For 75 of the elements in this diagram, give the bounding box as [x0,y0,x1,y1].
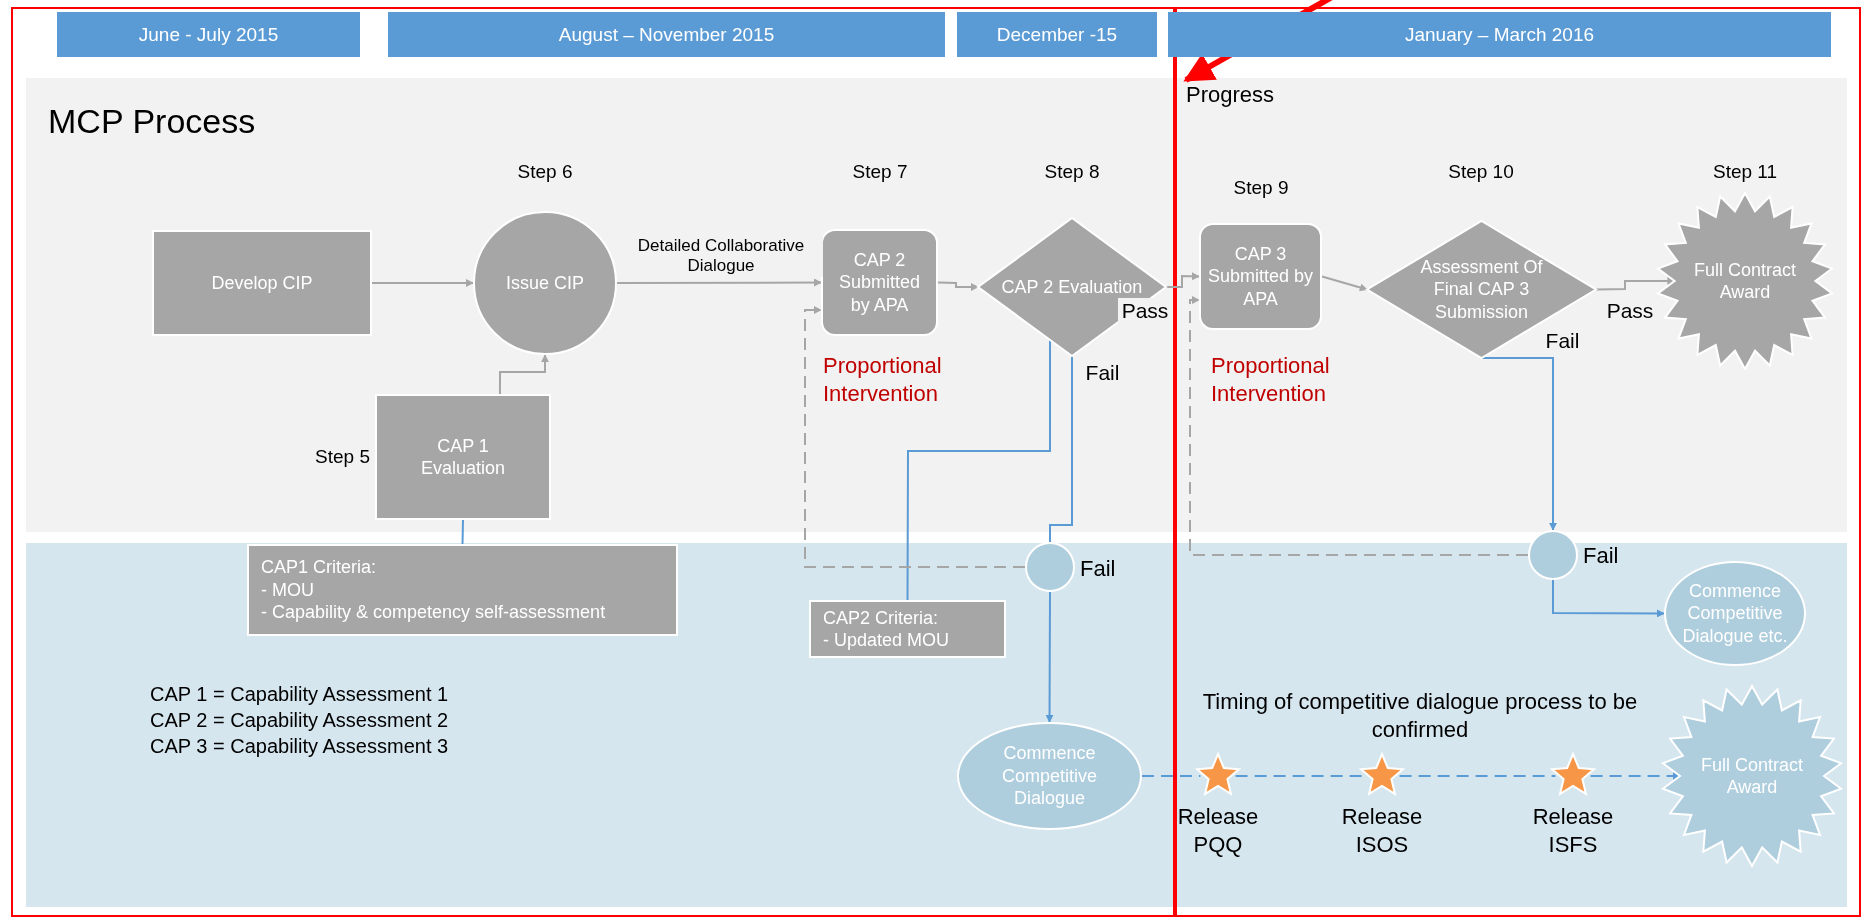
arrow [371,279,474,287]
arrow [1045,591,1054,723]
arrow [1589,772,1681,780]
arrow [1321,275,1368,292]
note-text: CAP 2 = Capability Assessment 2 [150,708,450,733]
node-text: Full Contract Award [1692,258,1797,304]
node-text: - Capability & competency self-assessment [261,601,607,624]
step-label: Step 6 [516,160,574,184]
leader-line [461,519,464,545]
arrow [498,354,549,395]
step-label: Step 5 [315,445,370,469]
connector-line [1398,775,1557,777]
process-box [821,229,938,336]
decision-diamond [1367,221,1596,358]
period-header [957,12,1157,57]
award-starburst [1657,193,1833,369]
node-text: CAP 2 Evaluation [1000,275,1144,299]
milestone-label: Release ISOS [1340,803,1424,858]
arrow [616,278,822,287]
arrow [937,281,979,291]
process-box [375,394,551,520]
node-text: December -15 [996,22,1118,47]
milestone-label: Release ISFS [1531,803,1615,858]
step-label: Step 11 [1711,160,1779,184]
criteria-box [809,600,1006,658]
step-label: Step 7 [851,160,909,184]
outcome-label: Fail [1583,542,1619,570]
node-text: Full Contract Award [1699,753,1804,799]
annotation-text: Proportional Intervention [823,352,943,407]
milestone-label: Release PQQ [1176,803,1260,858]
node-text: January – March 2016 [1404,22,1595,47]
lane-heading: MCP Process [48,102,256,141]
connector-line [1141,775,1202,777]
milestone-star [1196,754,1240,798]
node-text: Assessment Of Final CAP 3 Submission [1419,255,1544,324]
leader-line [906,338,1051,601]
step-label: Step 8 [1043,160,1101,184]
arrow [1189,296,1529,556]
milestone-star [1551,754,1595,798]
note-text: CAP 3 = Capability Assessment 3 [150,734,450,759]
criteria-box [247,544,678,636]
decision-diamond [978,218,1166,356]
arrow [1552,579,1665,618]
milestone-star [1360,754,1404,798]
node-text: August – November 2015 [558,22,775,47]
period-header [1168,12,1831,57]
arrow [1480,357,1557,531]
period-header [388,12,945,57]
process-band [26,78,1847,532]
arrow [804,306,1026,568]
award-starburst [1662,686,1842,866]
node-text: CAP 1 Evaluation [419,434,507,480]
step-label: Step 10 [1447,160,1515,184]
process-box [1199,223,1322,330]
process-box [152,230,372,336]
note-text: Timing of competitive dialogue process to be confirmed [1201,688,1639,743]
node-text: CAP2 Criteria: [823,606,940,629]
node-text: - Updated MOU [823,629,951,652]
note-text: CAP 1 = Capability Assessment 1 [150,682,450,707]
node-text: CAP 2 Submitted by APA [837,248,921,317]
annotation-text: Proportional Intervention [1211,352,1331,407]
step-label: Step 9 [1232,176,1290,200]
connector-line [1049,355,1073,543]
arrow [1165,272,1200,288]
node-text: CAP1 Criteria: [261,556,378,579]
period-header [57,12,360,57]
node-text: June - July 2015 [138,22,279,47]
outcome-label: Fail [1080,555,1116,583]
node-text: CAP 3 Submitted by APA [1206,242,1315,311]
node-text: Commence Competitive Dialogue [1000,742,1098,810]
progress-label: Progress [1186,80,1306,110]
node-text: - MOU [261,578,315,602]
node-text: Develop CIP [210,271,314,295]
node-text: Commence Competitive Dialogue etc. [1681,579,1789,648]
node-text: Issue CIP [505,271,585,295]
